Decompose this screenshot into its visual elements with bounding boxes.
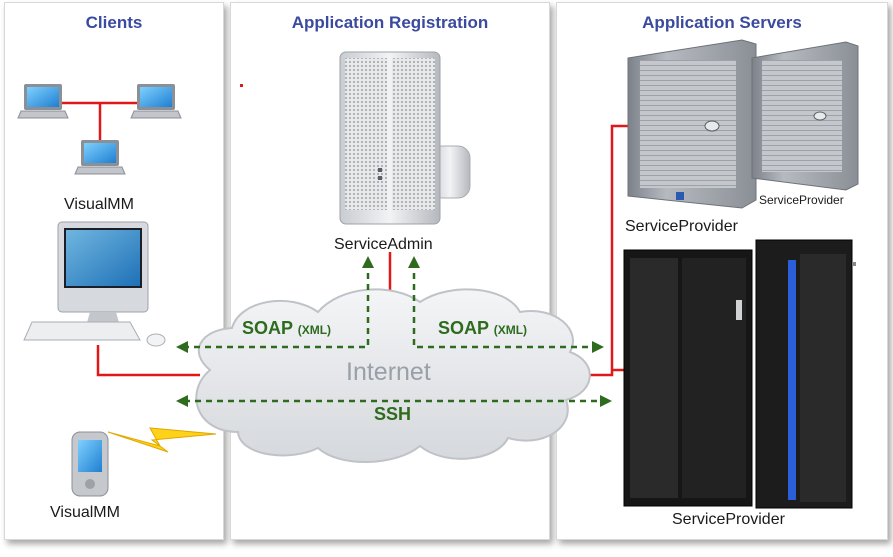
arrow-heads	[176, 256, 612, 407]
soap-right-label: SOAP (XML)	[438, 318, 527, 339]
cloud-icon	[195, 288, 591, 464]
server-link-line	[582, 124, 630, 377]
provider-mainframe-label: ServiceProvider	[672, 511, 785, 528]
mac-pro-icon	[339, 51, 471, 225]
registration-title: Application Registration	[291, 13, 489, 32]
laptop-icon	[130, 84, 182, 119]
soap-right-text: SOAP	[438, 318, 489, 338]
clients-title: Clients	[85, 13, 143, 32]
service-admin-label: ServiceAdmin	[334, 236, 433, 253]
ssh-label: SSH	[374, 404, 412, 424]
servers-title: Application Servers	[642, 13, 802, 32]
laptop-icon	[17, 84, 69, 119]
server-tower-icon	[751, 41, 859, 191]
soap-left-label: SOAP (XML)	[242, 318, 331, 339]
mainframe-icon	[623, 239, 856, 509]
red-mark	[240, 84, 243, 87]
provider-tower-2-label: ServiceProvider	[759, 193, 844, 207]
visualmm-mobile-label: VisualMM	[50, 504, 120, 521]
client-lan-lines	[62, 101, 200, 377]
imac-icon	[23, 221, 166, 347]
server-tower-icon	[627, 39, 757, 209]
pda-icon	[71, 431, 109, 497]
soap-left-sub: (XML)	[297, 323, 332, 337]
provider-tower-1-label: ServiceProvider	[625, 218, 738, 235]
protocol-arrows	[184, 262, 604, 403]
visualmm-pcs-label: VisualMM	[64, 196, 134, 213]
laptop-icon	[74, 140, 126, 175]
soap-right-sub: (XML)	[493, 323, 528, 337]
lightning-icon	[107, 427, 217, 453]
internet-label: Internet	[346, 358, 431, 386]
soap-left-text: SOAP	[242, 318, 293, 338]
